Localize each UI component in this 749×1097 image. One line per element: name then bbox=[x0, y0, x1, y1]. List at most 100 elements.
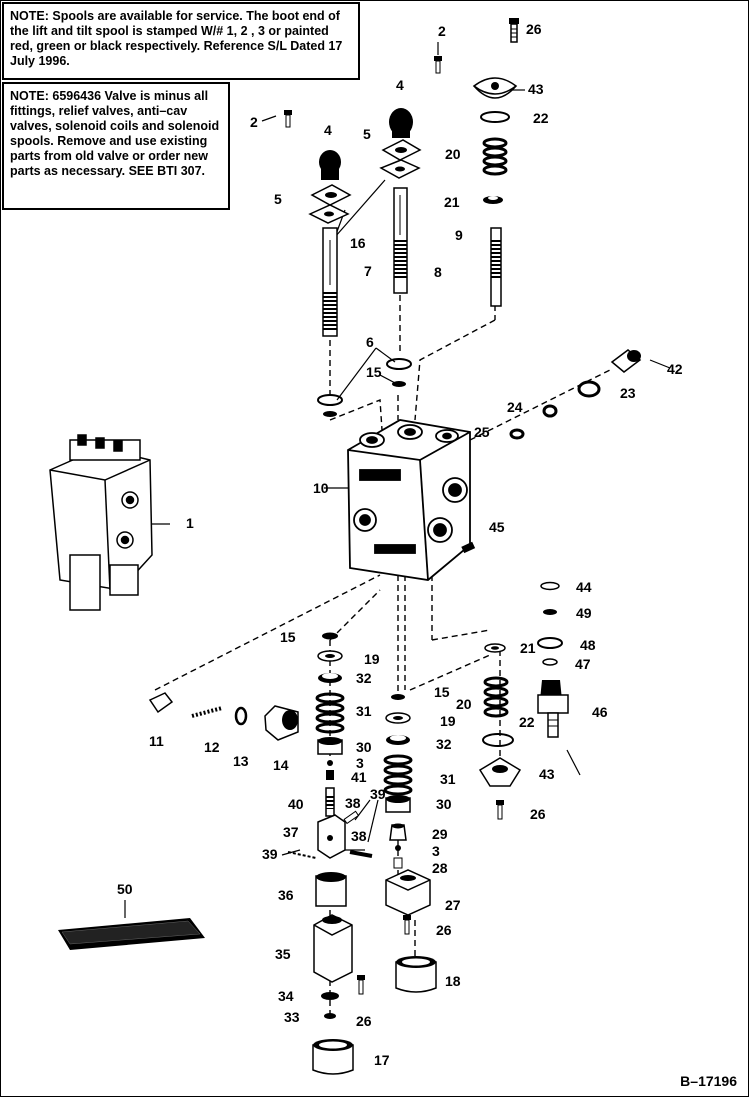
solenoid-46 bbox=[537, 680, 569, 738]
callout-19: 19 bbox=[440, 713, 456, 729]
callout-8: 8 bbox=[434, 264, 442, 280]
callout-24: 24 bbox=[507, 399, 523, 415]
callout-15: 15 bbox=[280, 629, 296, 645]
callout-29: 29 bbox=[432, 826, 448, 842]
washer-15-left bbox=[323, 411, 337, 417]
callout-38: 38 bbox=[351, 828, 367, 844]
drawing-number: B–17196 bbox=[680, 1073, 737, 1089]
callout-19: 19 bbox=[364, 651, 380, 667]
part-28 bbox=[393, 857, 403, 869]
cap-17 bbox=[312, 1039, 354, 1075]
ball-3-middle bbox=[395, 845, 401, 851]
ring-48 bbox=[537, 637, 563, 649]
callout-4: 4 bbox=[324, 122, 332, 138]
callout-26: 26 bbox=[526, 21, 542, 37]
seat-19-middle bbox=[385, 712, 411, 724]
washer-15-left-stack bbox=[322, 632, 338, 640]
spacer-32-left bbox=[318, 673, 342, 683]
seat-19-left bbox=[317, 650, 343, 662]
callout-7: 7 bbox=[364, 263, 372, 279]
valve-note: NOTE: 6596436 Valve is minus all fitting… bbox=[2, 82, 230, 210]
callout-50: 50 bbox=[117, 881, 133, 897]
cap-18 bbox=[395, 956, 437, 993]
spring-31-left bbox=[315, 692, 345, 734]
callout-21: 21 bbox=[520, 640, 536, 656]
o-ring-6-right bbox=[386, 358, 412, 370]
callout-10: 10 bbox=[313, 480, 329, 496]
callout-43: 43 bbox=[528, 81, 544, 97]
note-text: 6596436 Valve is minus all fittings, rel… bbox=[10, 89, 220, 178]
ring-33 bbox=[324, 1013, 336, 1019]
callout-46: 46 bbox=[592, 704, 608, 720]
callout-41: 41 bbox=[351, 769, 367, 785]
plug-14 bbox=[264, 705, 299, 741]
callout-5: 5 bbox=[274, 191, 282, 207]
callout-40: 40 bbox=[288, 796, 304, 812]
callout-49: 49 bbox=[576, 605, 592, 621]
callout-43: 43 bbox=[539, 766, 555, 782]
callout-26: 26 bbox=[436, 922, 452, 938]
callout-26: 26 bbox=[530, 806, 546, 822]
cap-43-top bbox=[472, 77, 518, 99]
seat-21-top bbox=[483, 196, 503, 204]
callout-2: 2 bbox=[438, 23, 446, 39]
callout-21: 21 bbox=[444, 194, 460, 210]
callout-20: 20 bbox=[456, 696, 472, 712]
note-text: Spools are available for service. The bo… bbox=[10, 9, 343, 68]
cap-43-lower bbox=[478, 757, 522, 787]
screw-2-upper bbox=[434, 56, 442, 74]
pin-38-lower bbox=[349, 850, 373, 858]
callout-31: 31 bbox=[440, 771, 456, 787]
bolt-26-middle bbox=[403, 915, 411, 935]
callout-17: 17 bbox=[374, 1052, 390, 1068]
callout-34: 34 bbox=[278, 988, 294, 1004]
o-ring-22 bbox=[480, 111, 510, 123]
housing-35 bbox=[313, 914, 353, 983]
callout-28: 28 bbox=[432, 860, 448, 876]
note-label: NOTE: bbox=[10, 9, 49, 23]
callout-20: 20 bbox=[445, 146, 461, 162]
ring-47 bbox=[542, 658, 558, 666]
callout-35: 35 bbox=[275, 946, 291, 962]
spacer-32-middle bbox=[386, 735, 410, 745]
spring-31-middle bbox=[383, 754, 413, 796]
callout-9: 9 bbox=[455, 227, 463, 243]
retainer-30-left bbox=[317, 737, 343, 755]
plate-5-left bbox=[310, 184, 352, 206]
spool-9 bbox=[490, 227, 502, 307]
callout-6: 6 bbox=[366, 334, 374, 350]
callout-32: 32 bbox=[356, 670, 372, 686]
callout-22: 22 bbox=[519, 714, 535, 730]
pin-40 bbox=[325, 787, 335, 817]
callout-26: 26 bbox=[356, 1013, 372, 1029]
callout-23: 23 bbox=[620, 385, 636, 401]
valve-assembly-1 bbox=[49, 434, 153, 611]
poppet-29 bbox=[389, 823, 407, 841]
callout-39: 39 bbox=[262, 846, 278, 862]
sleeve-36 bbox=[315, 872, 347, 907]
spool-8 bbox=[393, 187, 408, 294]
boot-4-right bbox=[389, 108, 413, 138]
o-ring-25 bbox=[509, 428, 525, 440]
assembly-leader-lines bbox=[154, 295, 611, 1020]
washer-15-upper bbox=[392, 381, 406, 387]
plug-45 bbox=[461, 541, 476, 554]
callout-37: 37 bbox=[283, 824, 299, 840]
callout-42: 42 bbox=[667, 361, 683, 377]
callout-1: 1 bbox=[186, 515, 194, 531]
cover-27 bbox=[385, 869, 431, 916]
bolt-26 bbox=[509, 18, 519, 43]
callout-2: 2 bbox=[250, 114, 258, 130]
callout-11: 11 bbox=[149, 733, 164, 749]
callout-18: 18 bbox=[445, 973, 461, 989]
ring-44 bbox=[540, 581, 560, 591]
boot-4-left bbox=[319, 150, 341, 180]
o-ring-23 bbox=[577, 380, 601, 398]
bolt-26-right bbox=[496, 800, 504, 820]
decal-50 bbox=[58, 900, 205, 950]
service-note: NOTE: Spools are available for service. … bbox=[2, 2, 360, 80]
pin-38-upper bbox=[343, 810, 360, 825]
retainer-30-middle bbox=[385, 795, 411, 813]
seal-16-right bbox=[379, 159, 421, 179]
callout-12: 12 bbox=[204, 739, 220, 755]
